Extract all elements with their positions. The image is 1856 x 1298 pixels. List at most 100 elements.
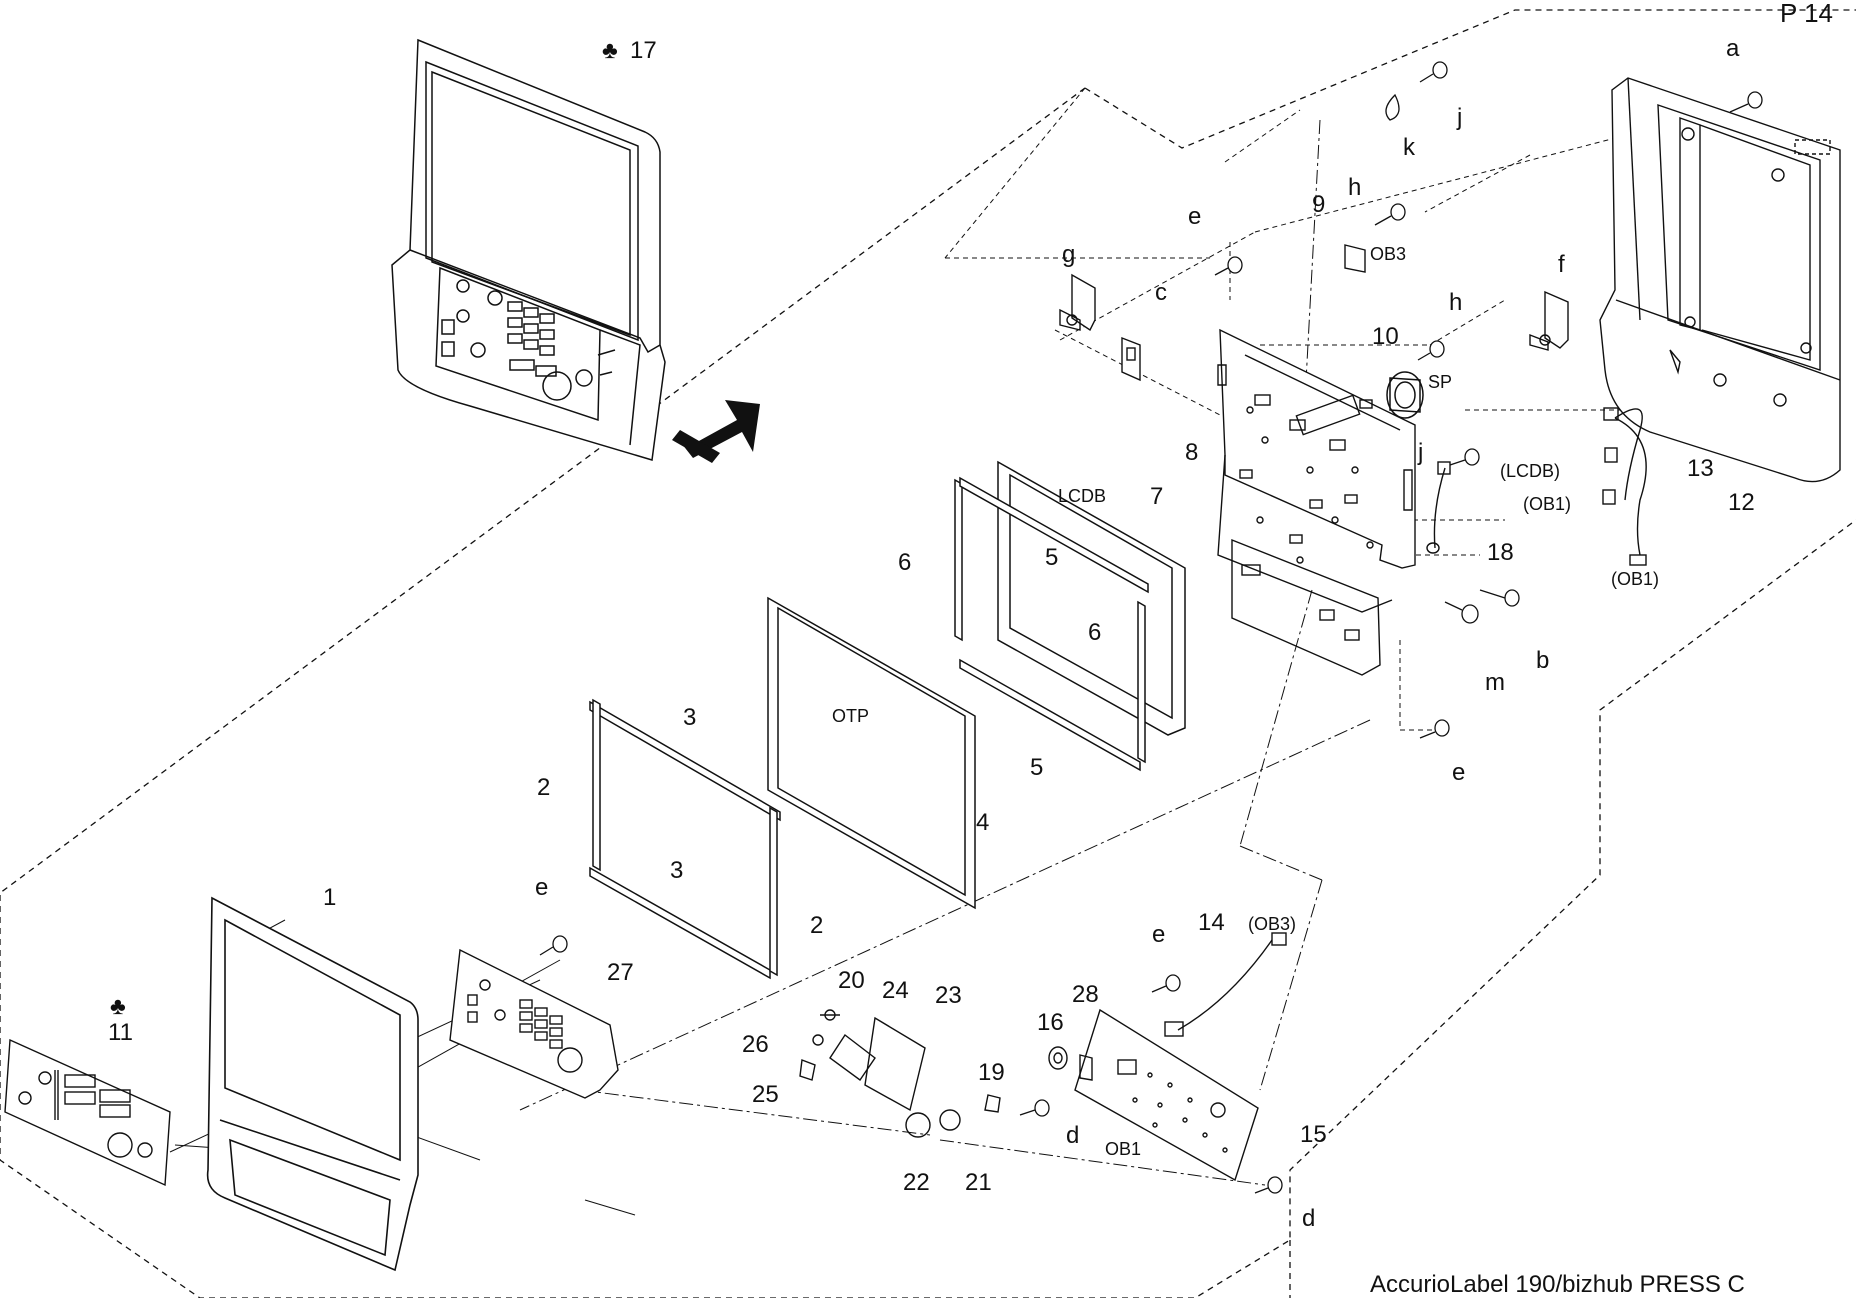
- label-10: 10: [1372, 323, 1399, 350]
- frame-2-right: [769, 806, 778, 977]
- screw-a: [1729, 91, 1763, 113]
- connector-sp: SP: [1428, 372, 1452, 392]
- connector-lcdb-paren: (LCDB): [1500, 461, 1560, 481]
- label-13: 13: [1687, 455, 1714, 482]
- label-h-top: h: [1348, 174, 1361, 201]
- keypad-sheet-11: [4, 1038, 171, 1187]
- screw-j-mid: [1449, 448, 1480, 466]
- screw-b: [1479, 589, 1520, 607]
- label-6-top: 6: [898, 549, 911, 576]
- connector-ob3: OB3: [1370, 244, 1406, 264]
- label-9: 9: [1312, 191, 1325, 218]
- frame-6-right: [1137, 600, 1146, 764]
- label-16: 16: [1037, 1009, 1064, 1036]
- label-m: m: [1485, 669, 1505, 696]
- screw-d-left: [1019, 1099, 1050, 1117]
- label-j-mid: j: [1417, 439, 1423, 466]
- label-28: 28: [1072, 981, 1099, 1008]
- operation-panel-assembly-17: [391, 38, 666, 461]
- label-26: 26: [742, 1031, 769, 1058]
- label-22: 22: [903, 1169, 930, 1196]
- label-19: 19: [978, 1059, 1005, 1086]
- label-6-right: 6: [1088, 619, 1101, 646]
- frame-2-left: [592, 698, 601, 872]
- label-7: 7: [1150, 483, 1163, 510]
- strip-5-top: [959, 476, 1149, 594]
- label-e-bottom: e: [1152, 921, 1165, 948]
- speaker-10: [1386, 371, 1424, 419]
- label-15: 15: [1300, 1121, 1327, 1148]
- screw-m: [1444, 601, 1479, 624]
- harness-14: [1164, 932, 1287, 1037]
- label-24: 24: [882, 977, 909, 1004]
- bracket-g: [1059, 273, 1096, 332]
- label-2-left: 2: [537, 774, 550, 801]
- bracket-f: [1529, 290, 1569, 351]
- label-j-top: j: [1456, 104, 1462, 131]
- connector-ob3-paren: (OB3): [1248, 914, 1296, 934]
- label-e-top: e: [1188, 203, 1201, 230]
- label-d-left: d: [1066, 1122, 1079, 1149]
- screw-e-top: [1214, 256, 1243, 276]
- label-27: 27: [607, 959, 634, 986]
- label-17: 17: [630, 37, 657, 64]
- screw-e-bottom: [1151, 974, 1181, 993]
- rear-cover-12: [1599, 77, 1841, 483]
- connector-ob1-paren-2: (OB1): [1611, 569, 1659, 589]
- clamp-c: [1121, 336, 1141, 382]
- label-5-bottom: 5: [1030, 754, 1043, 781]
- screw-e-left: [539, 935, 568, 956]
- screw-h-mid: [1417, 340, 1445, 361]
- main-bracket-8: [1217, 328, 1416, 676]
- club-symbol-11: ♣: [110, 993, 126, 1020]
- label-18: 18: [1487, 539, 1514, 566]
- footer-text: AccurioLabel 190/bizhub PRESS C: [1370, 1271, 1745, 1298]
- label-a: a: [1726, 35, 1740, 62]
- frame-6-left: [954, 478, 963, 642]
- label-21: 21: [965, 1169, 992, 1196]
- frame-3-top: [589, 700, 781, 822]
- label-20: 20: [838, 967, 865, 994]
- label-8: 8: [1185, 439, 1198, 466]
- screws: [539, 61, 1763, 1194]
- connector-lcdb: LCDB: [1058, 486, 1106, 506]
- label-3-top: 3: [683, 704, 696, 731]
- harness-13: [1602, 407, 1647, 566]
- screw-d-bottom: [1254, 1176, 1283, 1194]
- page-number: P 14: [1780, 0, 1833, 28]
- touch-panel-4: [767, 596, 976, 910]
- label-3-bottom: 3: [670, 857, 683, 884]
- label-14: 14: [1198, 909, 1225, 936]
- label-d-bottom: d: [1302, 1205, 1315, 1232]
- label-25: 25: [752, 1081, 779, 1108]
- label-f: f: [1558, 251, 1565, 278]
- label-11: 11: [108, 1019, 133, 1046]
- screw-h-top: [1374, 203, 1406, 226]
- label-1: 1: [323, 884, 336, 911]
- front-bezel-1: [206, 896, 419, 1272]
- board-15: [1074, 1008, 1259, 1182]
- arrow-up-left-icon: [672, 400, 760, 463]
- label-2-right: 2: [810, 912, 823, 939]
- dashed-boundary: [0, 9, 1856, 1298]
- label-b: b: [1536, 647, 1549, 674]
- label-e-right: e: [1452, 759, 1465, 786]
- screw-j-top: [1419, 61, 1448, 83]
- screw-e-right: [1419, 719, 1450, 739]
- label-5-top: 5: [1045, 544, 1058, 571]
- label-c: c: [1155, 279, 1167, 306]
- small-parts-group: [799, 1009, 1093, 1138]
- key-panel-27: [449, 948, 619, 1099]
- label-e-left: e: [535, 874, 548, 901]
- club-symbol-17: ♣: [602, 37, 618, 64]
- connector-ob1: OB1: [1105, 1139, 1141, 1159]
- strip-5-bottom: [959, 658, 1141, 772]
- frame-3-bottom: [589, 866, 771, 980]
- label-h-mid: h: [1449, 289, 1462, 316]
- harness-18: [1426, 461, 1451, 554]
- connector-ob1-paren-1: (OB1): [1523, 494, 1571, 514]
- label-4: 4: [976, 809, 989, 836]
- screw-k: [1385, 93, 1400, 121]
- label-k: k: [1403, 134, 1416, 161]
